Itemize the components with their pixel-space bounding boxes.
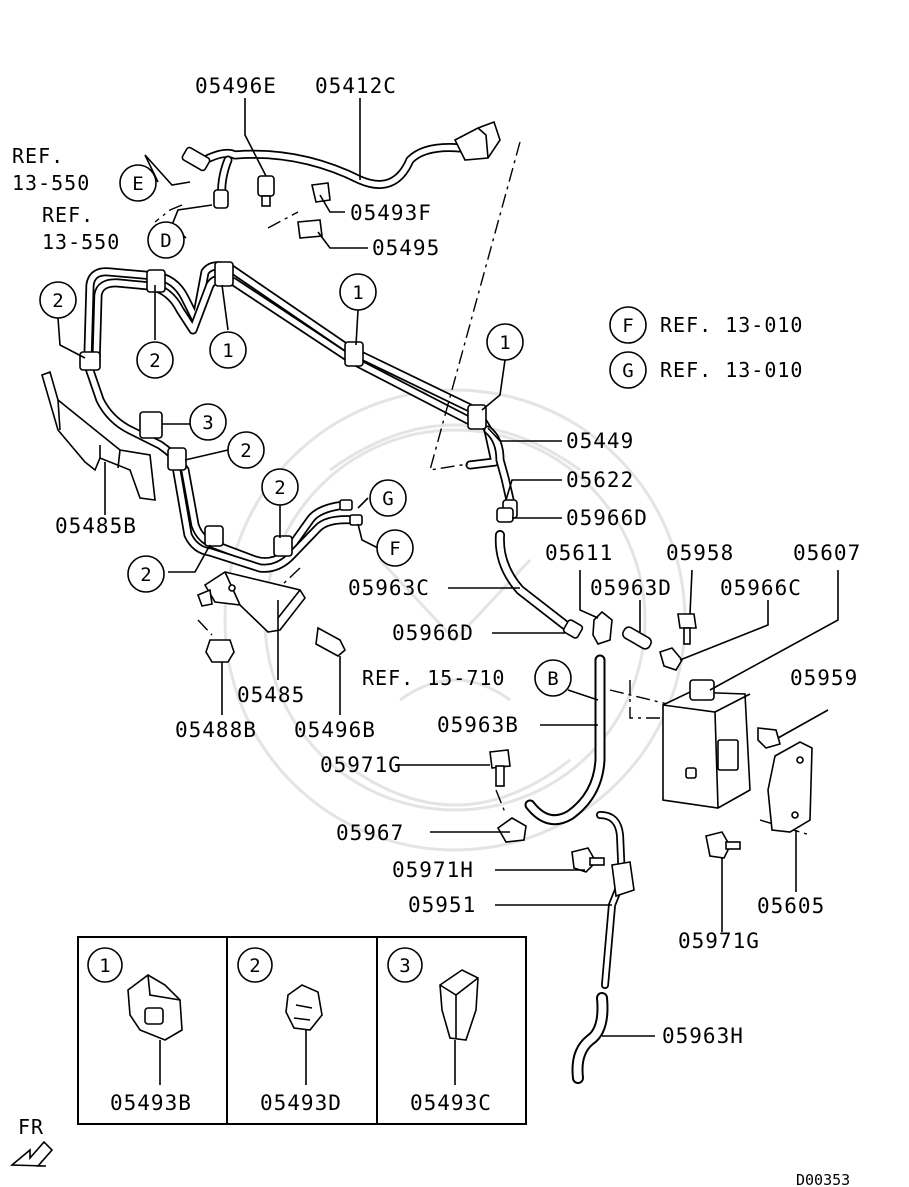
- callout-f: F: [389, 538, 400, 560]
- callout-g-ref: G: [622, 360, 633, 382]
- label-05958: 05958: [666, 541, 734, 565]
- label-05496B: 05496B: [294, 718, 376, 742]
- label-05485: 05485: [237, 683, 305, 707]
- legend-number-3: 3: [399, 955, 410, 977]
- label-05611: 05611: [545, 541, 613, 565]
- callout-3: 3: [202, 412, 213, 434]
- label-05963D: 05963D: [590, 576, 672, 600]
- part-labels: 05496E 05412C 05493F 05495 05449 05622 0…: [55, 74, 861, 1048]
- front-direction-indicator: FR: [9, 1115, 54, 1167]
- ref-e-line2: 13-550: [12, 171, 90, 195]
- label-05449: 05449: [566, 429, 634, 453]
- label-05966D-mid: 05966D: [392, 621, 474, 645]
- callout-f-ref: F: [622, 315, 633, 337]
- label-05951: 05951: [408, 893, 476, 917]
- ref-d-line2: 13-550: [42, 230, 120, 254]
- reference-labels: REF. 13-550 REF. 13-550 REF. 13-010 REF.…: [12, 144, 803, 690]
- label-05966D-top: 05966D: [566, 506, 648, 530]
- callout-2-e: 2: [140, 564, 151, 586]
- legend-part-05493C: 05493C: [410, 1091, 492, 1115]
- callout-2-d: 2: [274, 477, 285, 499]
- label-05967: 05967: [336, 821, 404, 845]
- bracket-05485b: [41, 370, 156, 501]
- label-05493F: 05493F: [350, 201, 432, 225]
- ref-f: REF. 13-010: [660, 313, 803, 337]
- callout-1-c: 1: [499, 332, 510, 354]
- main-pipes: [79, 261, 518, 573]
- callout-2-b: 2: [149, 350, 160, 372]
- ref-g: REF. 13-010: [660, 358, 803, 382]
- label-05963B: 05963B: [437, 713, 519, 737]
- reference-dash-lines: [154, 141, 811, 836]
- label-05966C: 05966C: [720, 576, 802, 600]
- legend-part-05493B: 05493B: [110, 1091, 192, 1115]
- callout-e: E: [132, 173, 143, 195]
- callout-b: B: [547, 668, 558, 690]
- leader-lines: [57, 98, 839, 1037]
- label-05622: 05622: [566, 468, 634, 492]
- callout-1-b: 1: [352, 282, 363, 304]
- legend-number-1: 1: [99, 955, 110, 977]
- callout-1-a: 1: [222, 340, 233, 362]
- watermark-emblem: [223, 388, 687, 852]
- callout-g: G: [382, 488, 393, 510]
- ref-e-line1: REF.: [12, 144, 64, 168]
- legend-part-05493D: 05493D: [260, 1091, 342, 1115]
- label-05495: 05495: [372, 236, 440, 260]
- fr-label: FR: [18, 1115, 44, 1139]
- diagram-code: D00353: [796, 1171, 850, 1187]
- label-05971H: 05971H: [392, 858, 474, 882]
- legend-number-2: 2: [249, 955, 260, 977]
- fuel-line-05412c: [181, 120, 501, 239]
- callouts: E D F G G F B 2 2 1 1 1 3 2 2 2: [39, 164, 647, 697]
- label-05412C: 05412C: [315, 74, 397, 98]
- label-05485B: 05485B: [55, 514, 137, 538]
- label-05607: 05607: [793, 541, 861, 565]
- callout-2-c: 2: [240, 440, 251, 462]
- label-05963H: 05963H: [662, 1024, 744, 1048]
- callout-d: D: [160, 230, 171, 252]
- hoses-and-canister: [489, 507, 813, 1084]
- bracket-05485: [196, 567, 346, 663]
- label-05959: 05959: [790, 666, 858, 690]
- label-05971G-left: 05971G: [320, 753, 402, 777]
- label-05963C: 05963C: [348, 576, 430, 600]
- label-05488B: 05488B: [175, 718, 257, 742]
- clip-legend: 1 05493B 2 05493D 3 05493C: [77, 936, 527, 1125]
- ref-d-line1: REF.: [42, 203, 94, 227]
- fr-arrow-icon: [9, 1140, 54, 1167]
- label-05605: 05605: [757, 894, 825, 918]
- ref-b: REF. 15-710: [362, 666, 505, 690]
- label-05496E: 05496E: [195, 74, 277, 98]
- label-05971G-right: 05971G: [678, 929, 760, 953]
- callout-2-a: 2: [52, 290, 63, 312]
